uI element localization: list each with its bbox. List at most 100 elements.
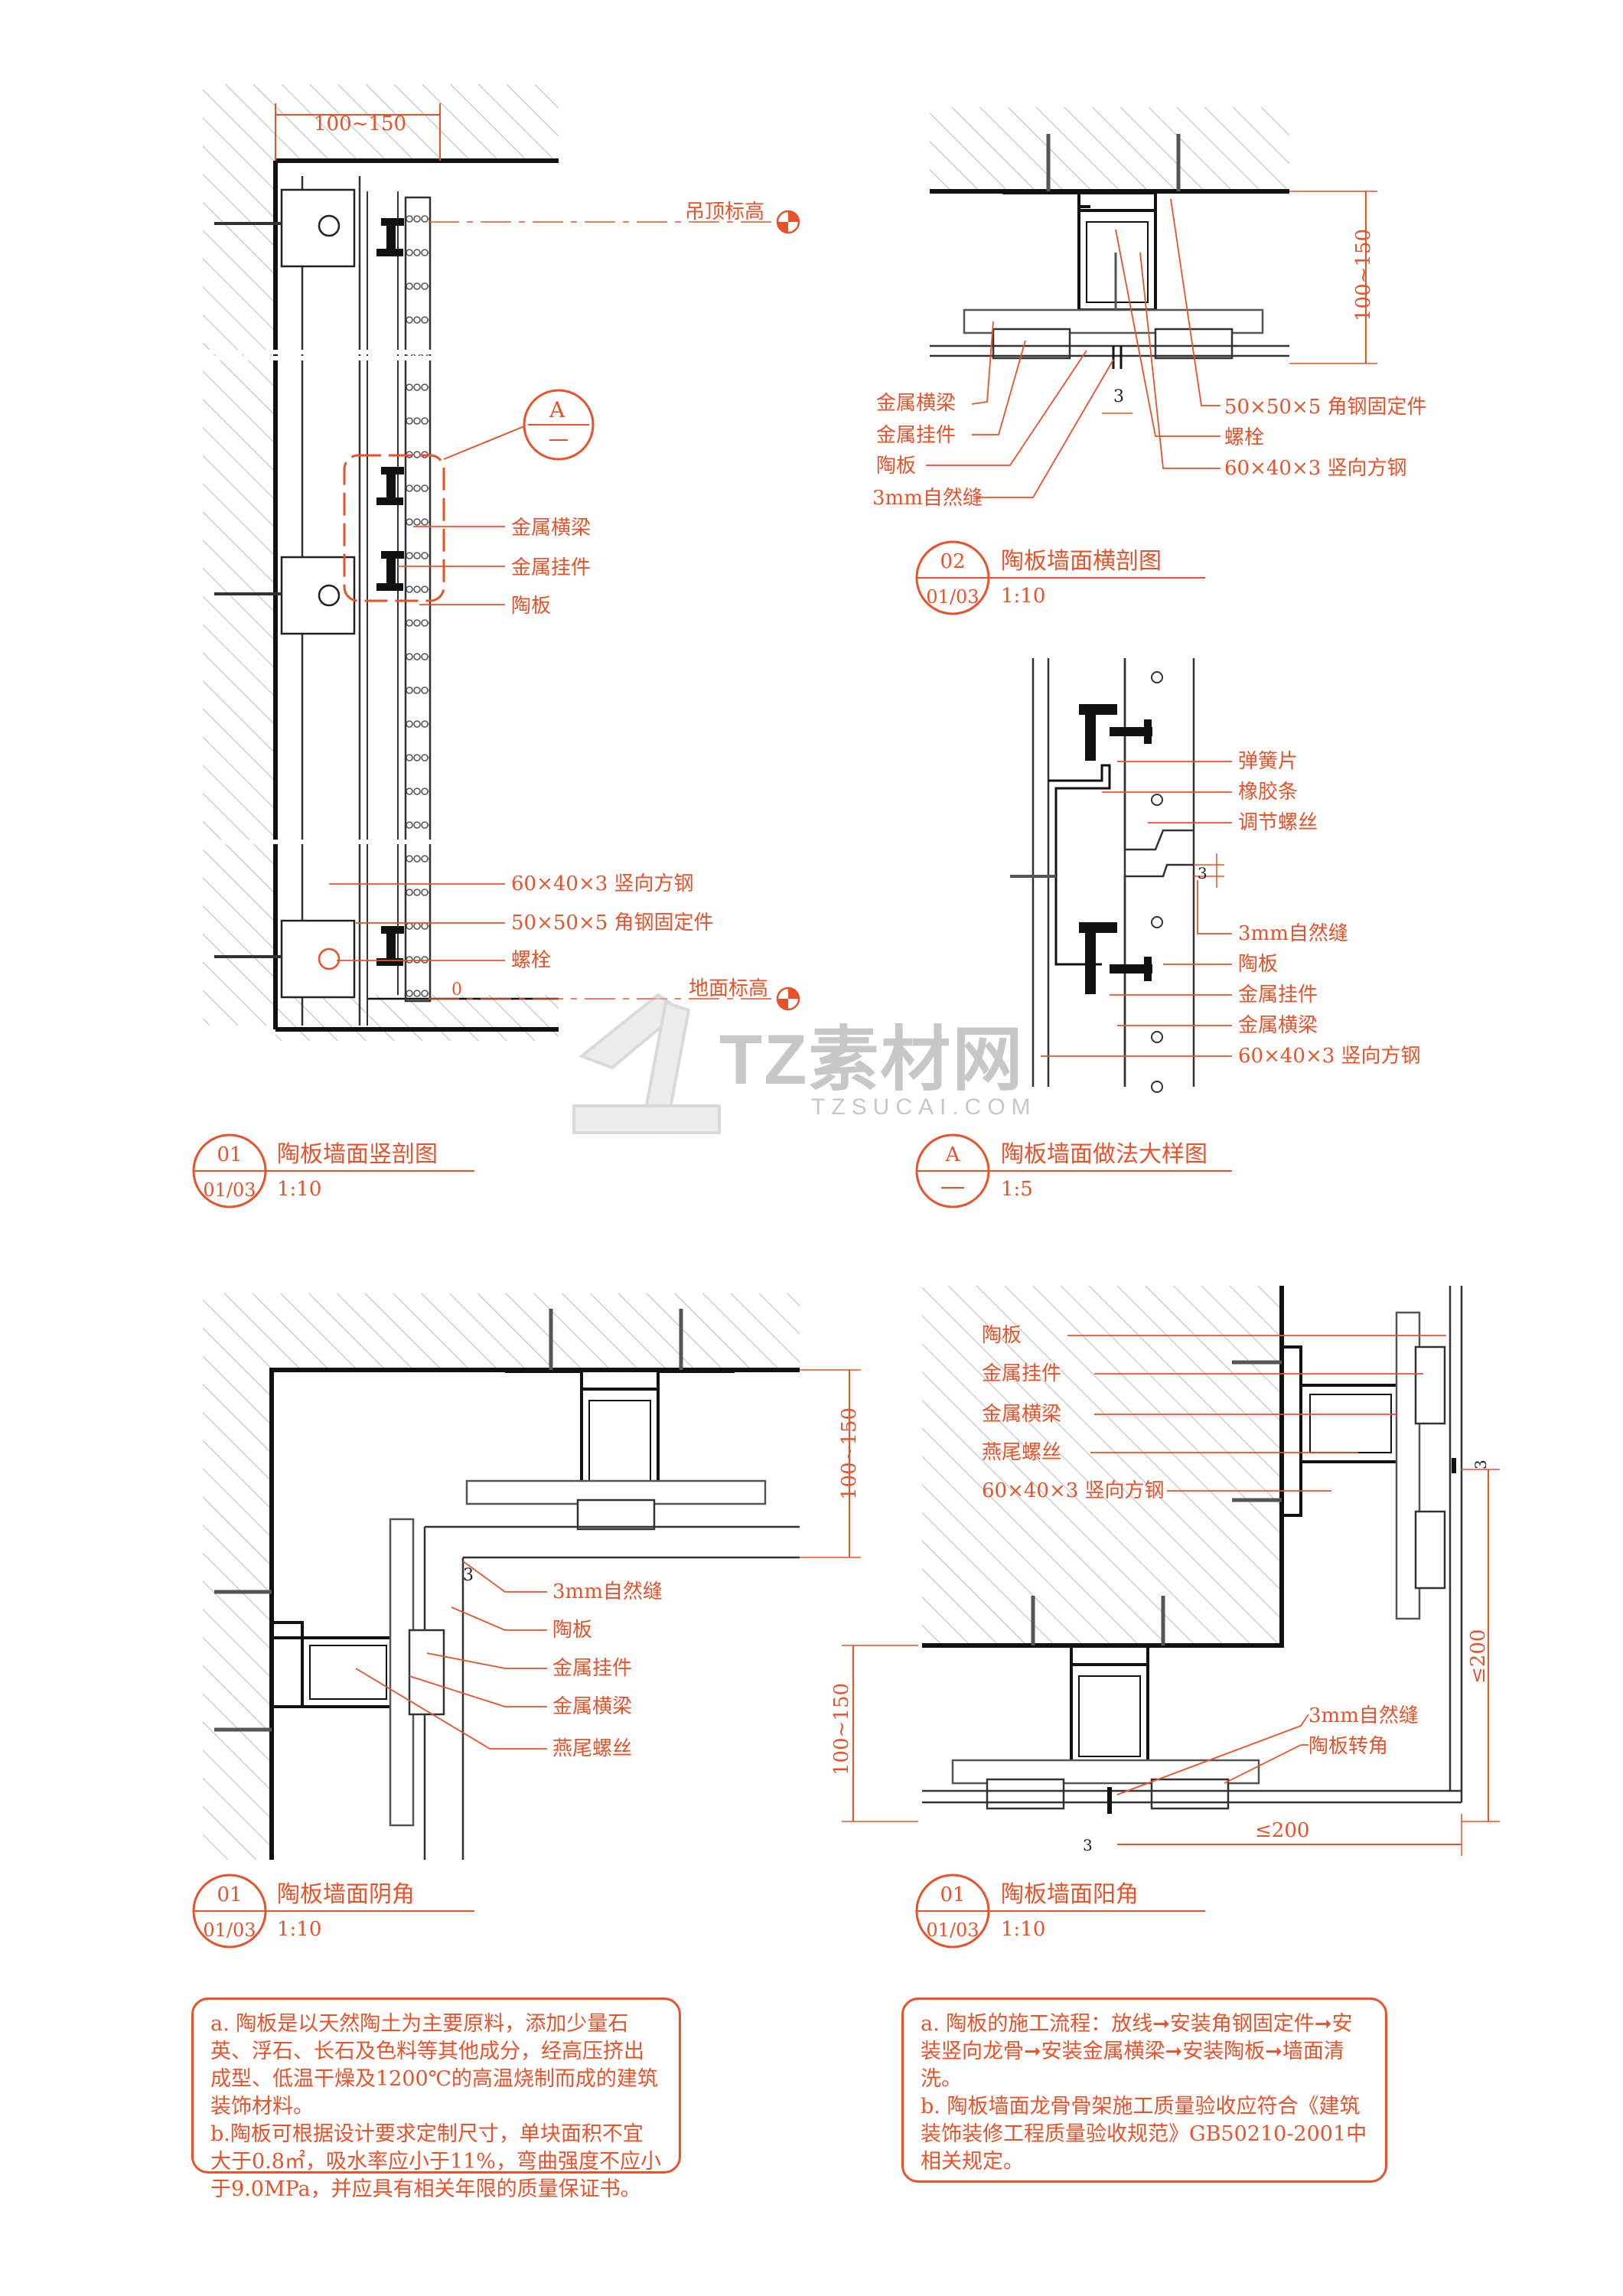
hanger-clips xyxy=(376,218,404,966)
ceiling-slab-hatch xyxy=(930,107,1289,191)
oc-gap-bottom: 3 xyxy=(1083,1836,1093,1854)
title-number: 01 xyxy=(217,1143,242,1166)
oc-label-corner-panel: 陶板转角 xyxy=(1309,1735,1388,1758)
da-label-hanger: 金属挂件 xyxy=(1238,983,1318,1006)
title-number: 01 xyxy=(217,1883,242,1906)
da-label-rubber: 橡胶条 xyxy=(1238,781,1298,804)
hs-label-panel: 陶板 xyxy=(876,455,916,478)
title-text: 陶板墙面做法大样图 xyxy=(1001,1141,1207,1168)
hs-label-angle: 50×50×5 角钢固定件 xyxy=(1224,396,1427,419)
da-label-tube: 60×40×3 竖向方钢 xyxy=(1238,1045,1421,1068)
da-leaders xyxy=(1041,761,1232,1057)
hs-label-bolt: 螺栓 xyxy=(1224,426,1264,449)
title-text: 陶板墙面阴角 xyxy=(277,1881,415,1908)
oc-label-panel: 陶板 xyxy=(982,1324,1022,1347)
note-right-a: a. 陶板的施工流程：放线➞安装角钢固定件➞安装竖向龙骨➞安装金属横梁➞安装陶板… xyxy=(921,2012,1353,2091)
ic-label-gap: 3mm自然缝 xyxy=(552,1580,663,1603)
ceiling-level-label: 吊顶标高 xyxy=(685,201,764,223)
da-label-beam: 金属横梁 xyxy=(1238,1014,1318,1037)
title-scale: 1:10 xyxy=(1001,1918,1045,1941)
da-labels: 弹簧片 橡胶条 调节螺丝 3mm自然缝 陶板 金属挂件 金属横梁 60×40×3… xyxy=(1238,750,1421,1068)
title-scale: 1:10 xyxy=(1001,585,1045,608)
title-sheet: 01/03 xyxy=(926,1919,979,1941)
section-title-a-detail: A 陶板墙面做法大样图 1:5 xyxy=(915,1133,1232,1208)
title-number: 02 xyxy=(940,550,965,573)
oc-leaders xyxy=(1067,1335,1446,1795)
da-label-panel: 陶板 xyxy=(1238,953,1278,976)
title-scale: 1:10 xyxy=(277,1178,321,1201)
watermark-logo xyxy=(572,993,721,1135)
da-label-spring: 弹簧片 xyxy=(1238,750,1298,773)
ic-gap-dim: 3 xyxy=(463,1566,474,1585)
title-text: 陶板墙面阳角 xyxy=(1001,1881,1139,1908)
section-title-02-horizontal: 02 01/03 陶板墙面横剖图 1:10 xyxy=(915,540,1205,615)
label-ceramic-panel: 陶板 xyxy=(511,595,551,618)
ic-label-hanger: 金属挂件 xyxy=(552,1657,632,1680)
title-number: A xyxy=(945,1143,961,1166)
ceramic-panel-column xyxy=(404,196,432,1003)
notes-right: a. 陶板的施工流程：放线➞安装角钢固定件➞安装竖向龙骨➞安装金属横梁➞安装陶板… xyxy=(901,1998,1387,2183)
ic-labels: 3mm自然缝 陶板 金属挂件 金属横梁 燕尾螺丝 xyxy=(552,1580,663,1760)
da-label-adjust-screw: 调节螺丝 xyxy=(1238,811,1318,834)
title-number: 01 xyxy=(940,1883,965,1906)
outer-corner: 100~150 ≤200 3 ≤200 3 陶板 金属挂件 金属横梁 燕尾螺丝 … xyxy=(830,1286,1500,1856)
floor-offset-label: 0 xyxy=(451,980,462,1000)
hs-label-metal-hanger: 金属挂件 xyxy=(876,424,956,447)
detail-a-callout-box[interactable] xyxy=(343,454,445,602)
oc-gap-right: 3 xyxy=(1471,1459,1490,1469)
notes-left: a. 陶板是以天然陶土为主要原料，添加少量石英、浮石、长石及色料等其他成分，经高… xyxy=(191,1998,681,2201)
oc-dim-depth: 100~150 xyxy=(830,1683,853,1776)
vertical-section-labels: 金属横梁 金属挂件 陶板 60×40×3 竖向方钢 50×50×5 角钢固定件 … xyxy=(511,517,714,972)
ic-dim-depth: 100~150 xyxy=(838,1407,861,1500)
da-gap-dim: 3 xyxy=(1198,864,1207,882)
hs-label-metal-beam: 金属横梁 xyxy=(876,392,956,415)
title-text: 陶板墙面竖剖图 xyxy=(277,1141,438,1168)
angle-bracket-top xyxy=(280,188,356,268)
section-title-inner-corner: 01 01/03 陶板墙面阴角 1:10 xyxy=(192,1874,474,1949)
label-metal-beam: 金属横梁 xyxy=(511,517,591,540)
oc-dim-side: ≤200 xyxy=(1467,1629,1490,1684)
detail-a-marker-label: A xyxy=(549,397,565,422)
ceiling-hatch xyxy=(275,84,559,161)
title-sheet: 01/03 xyxy=(203,1179,256,1201)
horizontal-section: 100~150 3 金属横梁 金属挂件 陶板 3mm自然缝 50×50×5 角钢… xyxy=(872,107,1427,510)
detail-a: 3 弹簧片 橡胶条 调节螺丝 3mm自然缝 陶板 金属挂件 金属横梁 60×40… xyxy=(1010,658,1421,1093)
floor-level-label: 地面标高 xyxy=(689,977,768,1000)
ic-label-beam: 金属横梁 xyxy=(552,1695,632,1718)
oc-label-tube: 60×40×3 竖向方钢 xyxy=(982,1479,1165,1502)
hs-label-gap: 3mm自然缝 xyxy=(872,487,983,510)
oc-label-hanger: 金属挂件 xyxy=(982,1362,1061,1385)
angle-bracket-bottom xyxy=(280,919,356,999)
label-bolt: 螺栓 xyxy=(511,949,551,972)
hs-dim-depth: 100~150 xyxy=(1352,229,1375,321)
watermark-url: TZSUCAI.COM xyxy=(811,1094,1037,1120)
hs-leaders xyxy=(926,198,1221,498)
floor-hatch xyxy=(275,995,559,1041)
note-left-a: a. 陶板是以天然陶土为主要原料，添加少量石英、浮石、长石及色料等其他成分，经高… xyxy=(210,2012,658,2118)
ic-label-panel: 陶板 xyxy=(552,1619,592,1642)
note-right-b: b. 陶板墙面龙骨骨架施工质量验收应符合《建筑装饰装修工程质量验收规范》GB50… xyxy=(921,2095,1367,2174)
inner-corner: 100~150 3 3mm自然缝 陶板 金属挂件 金属横梁 燕尾螺丝 xyxy=(203,1293,861,1860)
label-angle-bracket: 50×50×5 角钢固定件 xyxy=(511,912,714,934)
title-text: 陶板墙面横剖图 xyxy=(1001,548,1162,575)
label-vertical-tube: 60×40×3 竖向方钢 xyxy=(511,872,694,895)
vertical-section-leaders xyxy=(329,526,505,961)
section-title-01-vertical: 01 01/03 陶板墙面竖剖图 1:10 xyxy=(192,1133,474,1208)
ic-label-screw: 燕尾螺丝 xyxy=(552,1737,632,1760)
hs-labels: 金属横梁 金属挂件 陶板 3mm自然缝 50×50×5 角钢固定件 螺栓 60×… xyxy=(872,392,1427,510)
angle-bracket-mid xyxy=(280,556,356,635)
oc-dim-bottom: ≤200 xyxy=(1255,1819,1309,1842)
wall-hatch xyxy=(203,84,275,1026)
title-scale: 1:5 xyxy=(1001,1178,1033,1201)
detail-a-clips xyxy=(1079,704,1152,994)
oc-label-beam: 金属横梁 xyxy=(982,1403,1061,1426)
hs-label-tube: 60×40×3 竖向方钢 xyxy=(1224,457,1407,480)
vertical-section: 100~150 吊顶标高 地面标高 0 A 金属横梁 金属挂件 陶板 60×40… xyxy=(203,84,800,1041)
title-scale: 1:10 xyxy=(277,1918,321,1941)
oc-label-gap: 3mm自然缝 xyxy=(1309,1704,1419,1727)
note-left-b: b.陶板可根据设计要求定制尺寸，单块面积不宜大于0.8㎡，吸水率应小于11%，弯… xyxy=(210,2122,661,2201)
oc-label-screw: 燕尾螺丝 xyxy=(982,1441,1061,1464)
dim-top-label: 100~150 xyxy=(314,113,406,135)
